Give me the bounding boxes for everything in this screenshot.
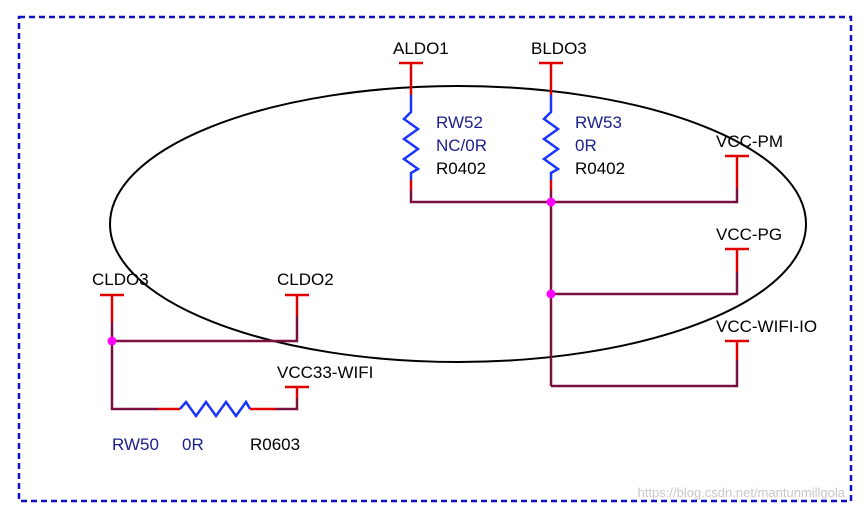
net-label-cldo2: CLDO2: [277, 270, 334, 289]
net-label-bldo3: BLDO3: [531, 39, 587, 58]
rw52-branch: [399, 61, 551, 204]
vcc33-wifi-wire: [276, 398, 299, 411]
vcc-pg-wire: [551, 272, 739, 296]
rw50-value: 0R: [182, 435, 204, 454]
rw50-ref: RW50: [112, 435, 159, 454]
vcc-pm-wire: [551, 188, 739, 204]
rw52-resistor: [401, 95, 421, 180]
junction-dot-mid: [546, 289, 556, 299]
rw50-package: R0603: [250, 435, 300, 454]
rw52-value: NC/0R: [436, 136, 487, 155]
rw50-resistor: [179, 399, 252, 419]
rw52-wire: [409, 190, 551, 204]
junction-dot-cldo: [107, 336, 117, 346]
rw53-package: R0402: [575, 159, 625, 178]
rw50-left-wire: [110, 341, 158, 411]
rw52-ref: RW52: [436, 113, 483, 132]
rw53-resistor: [541, 95, 561, 180]
net-label-cldo3: CLDO3: [92, 270, 149, 289]
junction-dot-top: [546, 197, 556, 207]
net-label-vcc33-wifi: VCC33-WIFI: [277, 363, 373, 382]
vcc-bus: [549, 154, 749, 388]
rw53-value: 0R: [575, 136, 597, 155]
rw53-ref: RW53: [575, 113, 622, 132]
sheet-border: [17, 15, 853, 503]
net-label-vcc-pg: VCC-PG: [716, 225, 782, 244]
net-label-vcc-wifi-io: VCC-WIFI-IO: [716, 317, 817, 336]
rw52-package: R0402: [436, 159, 486, 178]
net-label-aldo1: ALDO1: [393, 39, 449, 58]
rw53-branch: [539, 61, 563, 202]
cldo-section: [100, 293, 309, 419]
vcc-wifi-io-wire: [551, 360, 739, 388]
watermark-text: https://blog.csdn.net/mantunmillgola: [638, 485, 846, 500]
cldo-link-wire: [110, 316, 299, 343]
highlight-ellipse: [109, 85, 807, 363]
net-label-vcc-pm: VCC-PM: [716, 132, 783, 151]
